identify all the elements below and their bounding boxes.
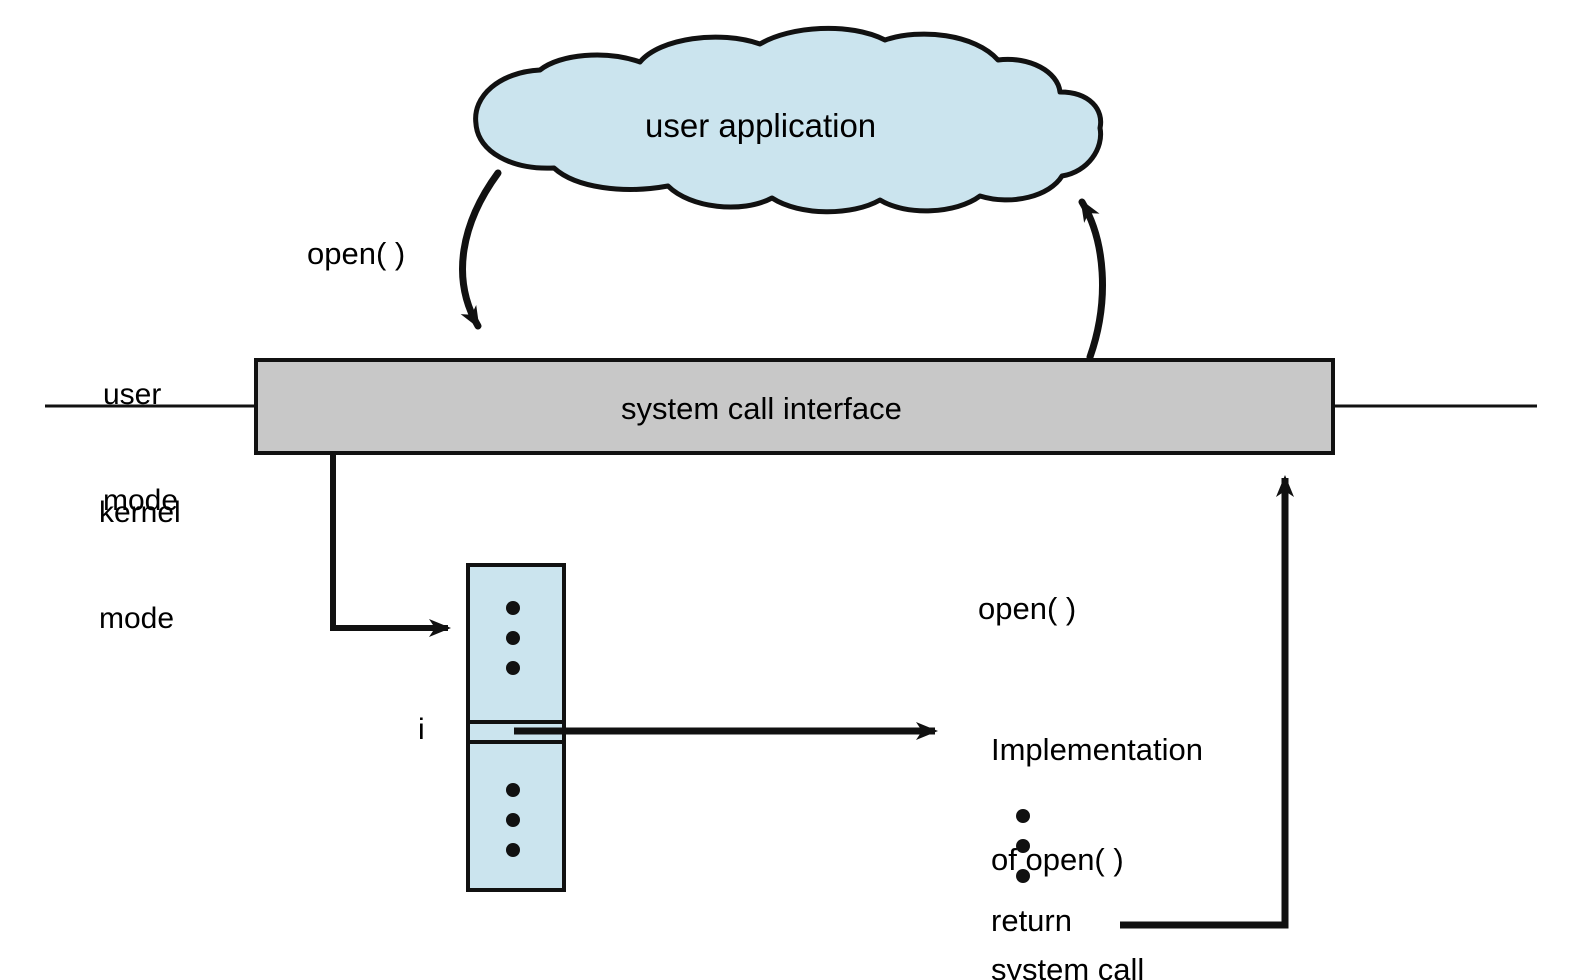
table-dot-upper-3 [506, 661, 520, 675]
user-mode-label-line2: mode [103, 483, 179, 517]
cloud-shape-icon [473, 25, 1104, 215]
table-dot-lower-2 [506, 813, 520, 827]
kernel-mode-label-line2: mode [99, 601, 175, 635]
system-call-interface-label: system call interface [621, 391, 902, 426]
implementation-line-3: system call [991, 951, 1145, 980]
implementation-label: Implementation of open( ) system call [991, 659, 1203, 980]
kernel-dispatch-connector [330, 455, 451, 637]
table-dot-lower-3 [506, 843, 520, 857]
table-index-label: i [418, 713, 425, 746]
table-dot-upper-1 [506, 601, 520, 615]
curved-arrow-down-icon [459, 169, 502, 330]
user-mode-label: user mode [103, 306, 178, 589]
system-call-interface-bar [254, 358, 1335, 455]
kernel-mode-label: kernel mode [99, 424, 181, 707]
kernel-mode-label-line1: kernel [99, 495, 181, 529]
implementation-line-2: of open( ) [991, 841, 1124, 877]
impl-dot-1 [1016, 809, 1030, 823]
open-call-label-left: open( ) [307, 236, 406, 271]
impl-dot-2 [1016, 839, 1030, 853]
open-call-label-right: open( ) [978, 591, 1077, 626]
table-dot-lower-1 [506, 783, 520, 797]
curved-arrow-up-icon [1078, 198, 1106, 361]
user-mode-label-line1: user [103, 377, 162, 411]
table-dot-upper-2 [506, 631, 520, 645]
return-label: return [991, 903, 1072, 938]
implementation-line-1: Implementation [991, 732, 1203, 768]
return-arrow-up-icon [1120, 475, 1294, 929]
cloud-label: user application [645, 107, 877, 144]
impl-dot-3 [1016, 869, 1030, 883]
